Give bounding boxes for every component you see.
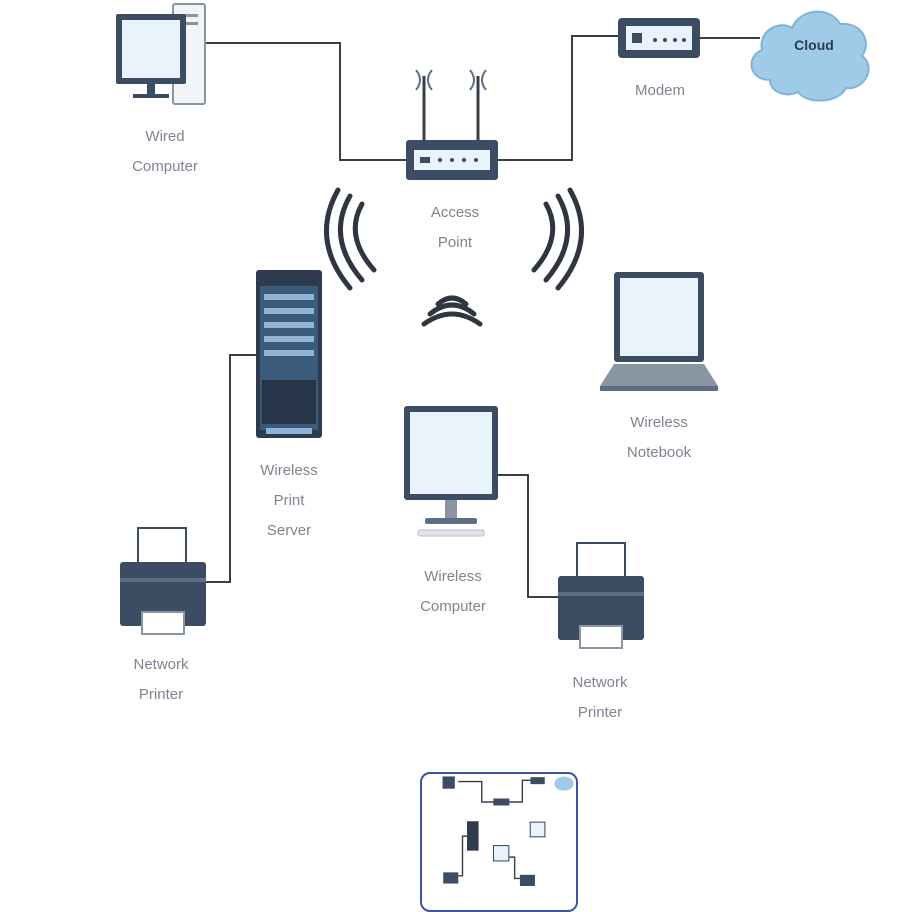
router-icon — [406, 69, 498, 180]
laptop-icon — [600, 272, 718, 391]
label-line: Notebook — [626, 444, 692, 461]
label-line: Wireless — [424, 568, 482, 585]
cloud-icon — [750, 10, 870, 102]
diagram-thumbnail-icon — [442, 776, 574, 886]
wifi-signal-icon — [324, 187, 584, 327]
label-access-point: Access Point — [410, 198, 500, 258]
label-line: Modem — [634, 82, 686, 99]
monitor-icon — [404, 406, 498, 537]
label-wireless-computer: Wireless Computer — [408, 562, 498, 622]
label-line: Network — [572, 674, 628, 691]
printer-icon-left — [120, 527, 206, 635]
link-wirelesscomputer-printer — [498, 474, 558, 598]
connection-lines — [205, 35, 760, 598]
link-printserver-printer — [206, 354, 256, 583]
label-line: Wireless — [630, 414, 688, 431]
cloud-label: Cloud — [794, 37, 834, 53]
printer-icon-right — [558, 542, 644, 649]
label-line: Printer — [138, 686, 184, 703]
label-line: Wired — [145, 128, 185, 145]
label-line: Network — [133, 656, 189, 673]
modem-icon — [618, 18, 700, 58]
label-network-printer-left: Network Printer — [116, 650, 206, 710]
server-tablet-icon — [256, 270, 322, 438]
label-line: Point — [437, 234, 473, 251]
label-line: Server — [266, 522, 312, 539]
label-line: Printer — [577, 704, 623, 721]
label-line: Computer — [420, 598, 486, 615]
link-accesspoint-modem — [497, 35, 618, 161]
label-line: Print — [273, 492, 305, 509]
label-network-printer-right: Network Printer — [555, 668, 645, 728]
label-wireless-notebook: Wireless Notebook — [614, 408, 704, 468]
label-wireless-print-server: Wireless Print Server — [244, 456, 334, 546]
link-computer-accesspoint — [205, 42, 408, 161]
label-line: Computer — [132, 158, 198, 175]
label-line: Access — [430, 204, 480, 221]
label-line: Wireless — [260, 462, 318, 479]
diagram-thumbnail[interactable] — [420, 772, 578, 912]
label-modem: Modem — [615, 76, 705, 106]
desktop-tower-icon — [116, 3, 206, 105]
label-wired-computer: Wired Computer — [120, 122, 210, 182]
